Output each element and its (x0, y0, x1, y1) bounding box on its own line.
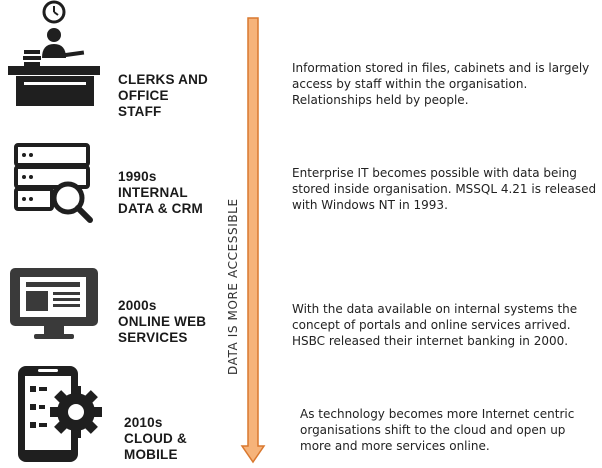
monitor-website-icon (8, 266, 100, 346)
stage-3-label: 2000s ONLINE WEB SERVICES (118, 298, 207, 345)
stage-2-label: 1990s INTERNAL DATA & CRM (118, 169, 203, 216)
stage-4-description: As technology becomes more Internet cent… (300, 407, 575, 453)
server-magnifier-icon (13, 142, 95, 228)
stage-2-description: Enterprise IT becomes possible with data… (292, 166, 597, 212)
down-arrow (240, 17, 266, 464)
stage-1-label: CLERKS AND OFFICE STAFF (118, 72, 209, 119)
axis-label: DATA IS MORE ACCESSIBLE (226, 198, 240, 375)
mobile-gear-icon (16, 364, 106, 468)
stage-4-label: 2010s CLOUD & MOBILE (124, 415, 187, 462)
stage-3-description: With the data available on internal syst… (292, 302, 578, 348)
clerk-desk-clock-icon (6, 0, 101, 114)
stage-1-description: Information stored in files, cabinets an… (292, 61, 590, 107)
